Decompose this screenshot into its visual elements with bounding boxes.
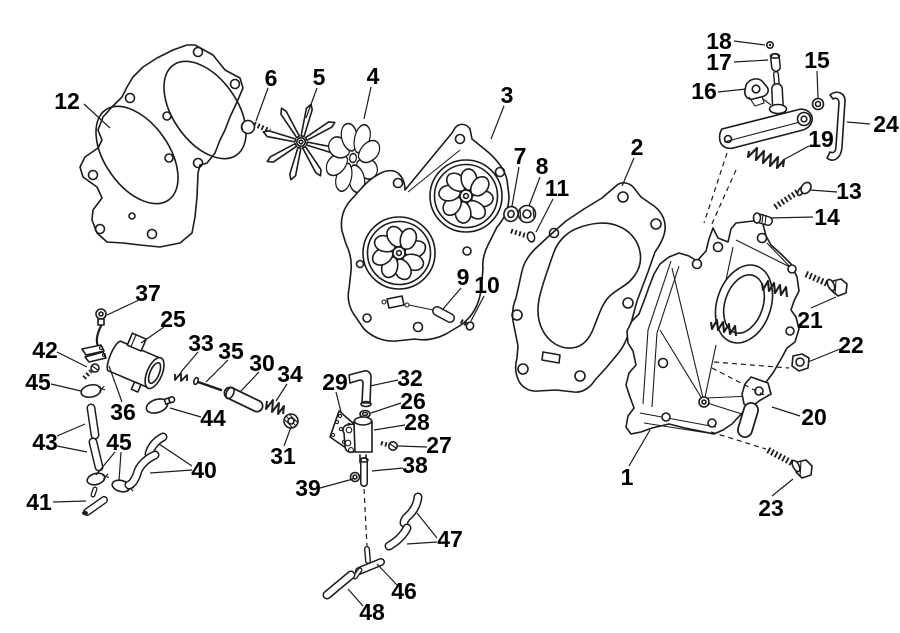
part-22-nut	[791, 353, 810, 372]
callout-12: 12	[54, 88, 80, 114]
callout-10: 10	[474, 272, 500, 298]
callout-41: 41	[26, 489, 52, 515]
callout-16: 16	[691, 78, 717, 104]
callout-43: 43	[32, 429, 58, 455]
callout-45a: 45	[25, 369, 51, 395]
part-6-screw	[240, 119, 272, 135]
part-7-washer	[503, 205, 519, 223]
callout-20: 20	[801, 404, 827, 430]
callout-9: 9	[457, 264, 470, 290]
callout-28: 28	[404, 409, 430, 435]
callout-35: 35	[218, 338, 244, 364]
part-30-cylinder	[223, 386, 264, 413]
callout-11: 11	[545, 175, 570, 201]
part-21-bolt	[804, 271, 848, 297]
callout-36: 36	[110, 399, 136, 425]
callout-5: 5	[313, 64, 326, 90]
part-31-nut	[283, 413, 299, 429]
callout-3: 3	[501, 82, 514, 108]
part-4-impeller-flower	[323, 119, 383, 197]
part-46-tee-fitting	[352, 546, 385, 580]
part-12-gasket	[79, 44, 247, 248]
part-40-hoses	[124, 432, 168, 490]
callout-29: 29	[322, 369, 348, 395]
callout-18: 18	[706, 28, 732, 54]
callout-17: 17	[706, 49, 732, 75]
part-8-nut	[517, 204, 537, 224]
callout-19: 19	[808, 126, 834, 152]
part-32-elbow-fitting	[348, 370, 372, 408]
callout-22: 22	[838, 332, 864, 358]
part-19-spring	[746, 146, 786, 170]
callout-4: 4	[367, 63, 380, 89]
callout-7: 7	[514, 143, 527, 169]
part-24-link-bracket	[826, 91, 846, 161]
part-45-clamp-a	[80, 383, 106, 399]
callout-8: 8	[536, 153, 549, 179]
part-2-gasket	[511, 182, 666, 393]
part-9-pin	[432, 306, 455, 323]
part-23-bolt	[766, 447, 813, 479]
callout-42: 42	[32, 337, 58, 363]
part-13-screw	[773, 181, 812, 210]
callout-21: 21	[797, 307, 823, 333]
part-18-screw	[765, 40, 774, 49]
callout-26: 26	[400, 388, 426, 414]
callout-45b: 45	[106, 429, 132, 455]
callout-27: 27	[426, 432, 452, 458]
callout-46: 46	[391, 578, 417, 604]
callout-47: 47	[437, 526, 463, 552]
callout-40: 40	[191, 457, 217, 483]
part-14-bushing	[752, 212, 773, 226]
callout-25: 25	[160, 306, 186, 332]
part-48-hose	[322, 570, 356, 600]
part-44-clamp	[145, 396, 176, 414]
callout-30: 30	[249, 350, 275, 376]
assembly-dashed-lines	[363, 152, 790, 547]
part-10-screw	[459, 319, 475, 331]
part-27-screw	[380, 440, 398, 451]
callout-15: 15	[804, 47, 830, 73]
part-16-lever	[718, 71, 813, 150]
part-20-bracket	[737, 376, 772, 438]
part-42-screw	[82, 363, 100, 380]
rotor-lower	[369, 223, 429, 283]
callout-13: 13	[836, 178, 862, 204]
part-41-fitting	[82, 486, 108, 516]
leader-lines	[50, 40, 871, 607]
callout-14: 14	[814, 204, 840, 230]
callout-24: 24	[873, 111, 899, 137]
rotor-upper	[437, 167, 495, 225]
callout-34: 34	[277, 361, 303, 387]
callout-44: 44	[200, 405, 226, 431]
part-38-tube	[359, 457, 369, 487]
callout-33: 33	[188, 330, 214, 356]
part-34-spring	[265, 399, 285, 415]
part-43-hoses	[86, 403, 104, 472]
part-35-pin	[192, 376, 223, 392]
part-3-plate	[340, 123, 510, 342]
callout-32: 32	[397, 365, 423, 391]
callout-31: 31	[270, 443, 296, 469]
callout-2: 2	[631, 134, 644, 160]
part-39-grommet	[349, 471, 361, 483]
callout-23: 23	[758, 495, 784, 521]
part-36-terminals	[81, 344, 107, 363]
callout-39: 39	[295, 475, 321, 501]
part-17-cap	[769, 52, 781, 72]
part-25-pump	[106, 332, 165, 393]
callout-6: 6	[265, 65, 278, 91]
callout-38: 38	[402, 452, 428, 478]
part-47-hoses	[384, 492, 423, 551]
part-15-nut	[811, 97, 825, 111]
part-11-screw	[510, 228, 536, 243]
part-33-spring	[174, 372, 188, 382]
callout-1: 1	[621, 464, 634, 490]
callout-48: 48	[359, 599, 385, 625]
callout-labels: 12 6 5 4 3 7 8 11 2 9 10 18 17 16 15 19 …	[25, 28, 899, 625]
part-5-impeller-star	[261, 102, 341, 182]
callout-37: 37	[135, 280, 161, 306]
